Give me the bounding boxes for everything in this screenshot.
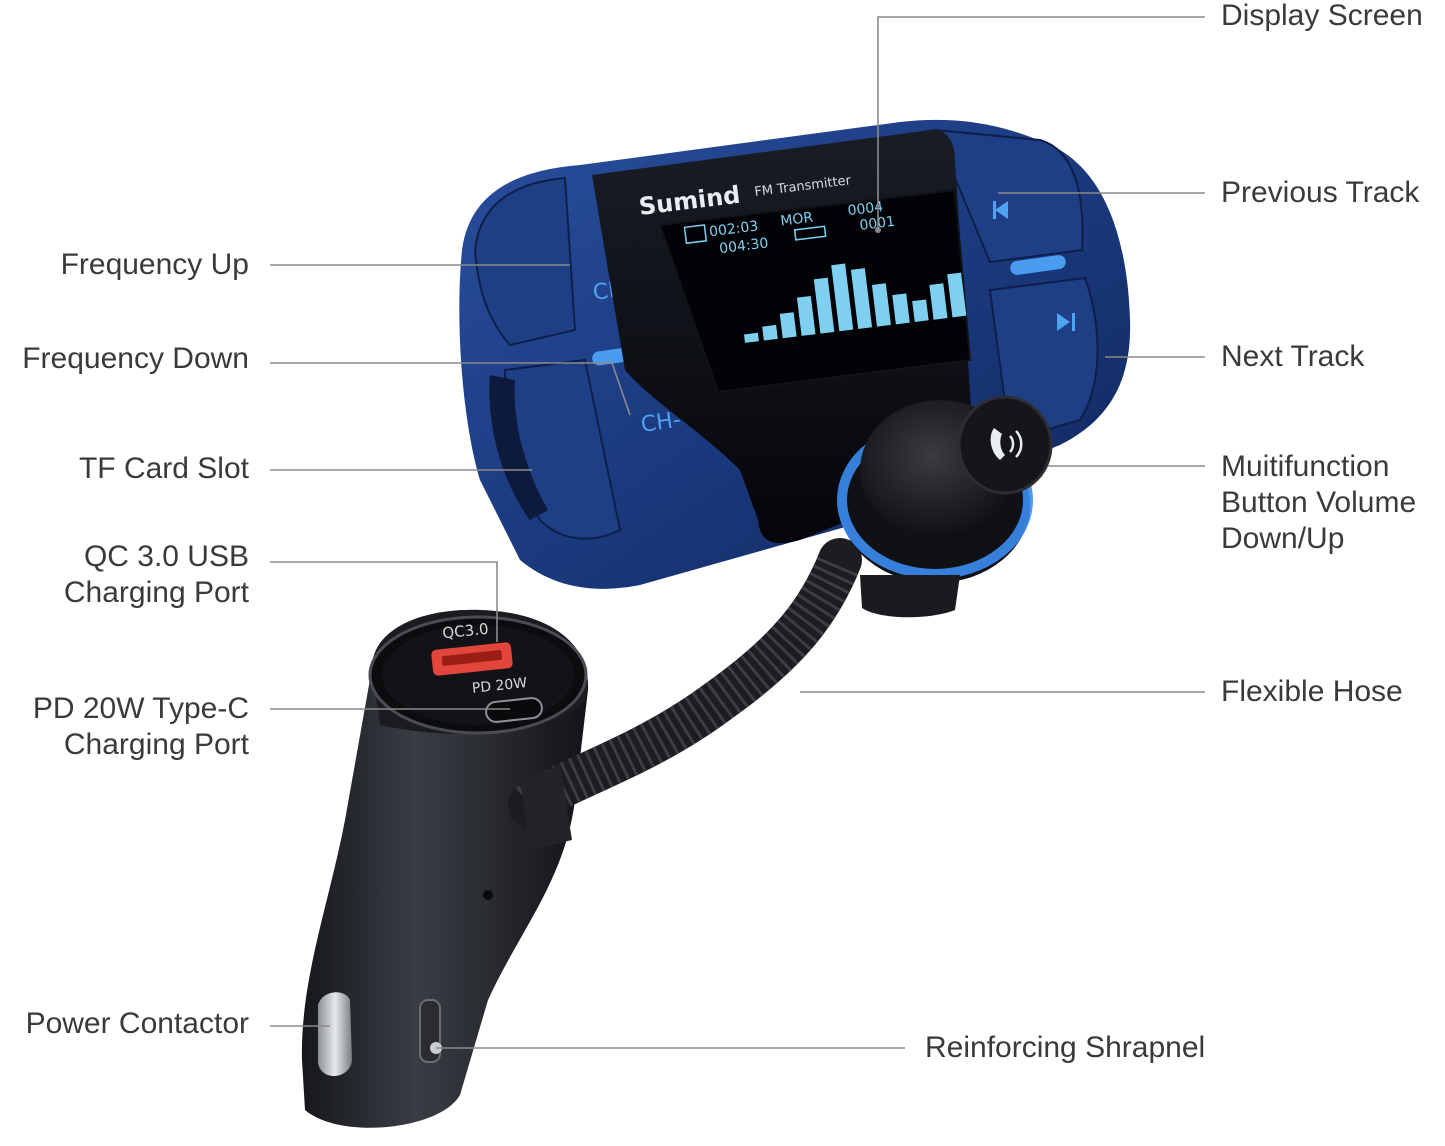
label-reinforcing-shrapnel: Reinforcing Shrapnel <box>925 1031 1206 1064</box>
label-pd-typec: PD 20W Type-C Charging Port <box>33 691 249 763</box>
eq-bar <box>929 283 948 320</box>
eq-bar <box>762 324 778 341</box>
eq-bar <box>779 312 797 339</box>
flexible-hose <box>508 538 862 850</box>
label-flexible-hose: Flexible Hose <box>1221 675 1403 708</box>
lcd-count-1: 0004 <box>847 199 884 219</box>
lcd-equalizer <box>743 263 967 343</box>
label-multifunction-line1: Muitifunction <box>1221 450 1390 483</box>
leader-lines <box>270 16 1205 1049</box>
car-plug: QC3.0 PD 20W <box>301 609 589 1128</box>
label-tf-card-slot: TF Card Slot <box>78 452 249 485</box>
label-next-track: Next Track <box>1221 340 1365 373</box>
lcd-time-1: 002:03 <box>708 218 759 240</box>
eq-bar <box>892 293 910 325</box>
lcd-screen <box>658 188 972 394</box>
leader-display-screen <box>877 16 1205 230</box>
label-multifunction: Muitifunction Button Volume Down/Up <box>1221 449 1416 557</box>
label-multifunction-line3: Down/Up <box>1221 522 1345 555</box>
eq-bar <box>813 277 835 334</box>
ch-plus-button[interactable] <box>473 176 577 347</box>
phone-icon <box>990 428 1005 460</box>
eq-bar <box>947 272 967 318</box>
previous-track-button[interactable] <box>933 128 1084 264</box>
leader-qc-usb <box>270 561 498 642</box>
transmitter-head: CH+ CH- Sumind FM Transmitter 002:03 MOR… <box>459 119 1131 618</box>
eq-bar <box>796 295 816 336</box>
label-power-contactor: Power Contactor <box>25 1007 249 1040</box>
label-frequency-up: Frequency Up <box>60 248 249 281</box>
pd-port-label: PD 20W <box>471 675 528 697</box>
label-qc-usb-line2: Charging Port <box>63 576 249 609</box>
typec-port-icon <box>485 697 543 723</box>
label-qc-usb: QC 3.0 USB Charging Port <box>64 539 249 611</box>
previous-icon <box>993 201 1008 219</box>
lcd-mode: MOR <box>780 210 815 230</box>
label-multifunction-line2: Button Volume <box>1221 486 1417 519</box>
label-pd-typec-line1: PD 20W Type-C <box>32 692 249 725</box>
label-previous-track: Previous Track <box>1221 176 1420 209</box>
eq-bar <box>831 263 854 332</box>
next-icon <box>1057 313 1075 331</box>
qc-port-label: QC3.0 <box>442 620 490 643</box>
eq-bar <box>743 332 759 343</box>
lcd-time-2: 004:30 <box>718 235 769 257</box>
eq-bar <box>912 299 929 323</box>
label-pd-typec-line2: Charging Port <box>63 728 249 761</box>
eq-bar <box>871 283 891 327</box>
tf-card-slot <box>489 375 548 520</box>
label-display-screen: Display Screen <box>1221 0 1423 32</box>
power-contactor-tip <box>318 992 352 1077</box>
label-qc-usb-line1: QC 3.0 USB <box>83 540 249 573</box>
eq-bar <box>850 268 873 329</box>
leader-frequency-down <box>270 362 631 416</box>
label-frequency-down: Frequency Down <box>22 342 249 375</box>
